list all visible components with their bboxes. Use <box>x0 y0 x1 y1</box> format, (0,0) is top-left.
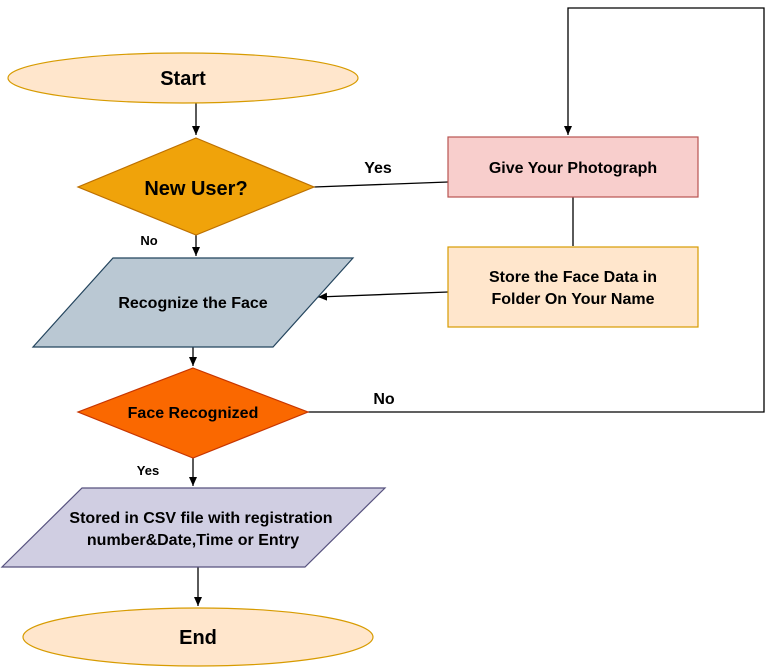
edge-new-user-to-give-photo <box>313 181 449 188</box>
store-face-data-label-line1: Store the Face Data in <box>489 269 657 286</box>
store-face-data-process <box>447 246 699 328</box>
end-label: End <box>179 627 217 649</box>
face-recognized-decision <box>76 367 310 459</box>
stored-csv-label-line1: Stored in CSV file with registration <box>69 510 332 527</box>
new-user-decision <box>76 137 316 236</box>
edge-label-new-user-yes: Yes <box>364 160 392 177</box>
recognize-face-io <box>31 257 355 348</box>
stored-csv-io <box>0 487 387 568</box>
end-terminal <box>22 607 374 667</box>
edge-label-face-recognized-yes: Yes <box>137 463 159 478</box>
new-user-label: New User? <box>144 178 247 200</box>
edge-label-new-user-no: No <box>140 233 157 248</box>
start-label: Start <box>160 68 206 90</box>
edge-face-recognized-loop-to-give-photo <box>308 7 765 413</box>
face-recognized-label: Face Recognized <box>128 405 259 422</box>
give-photograph-process <box>447 136 699 198</box>
stored-csv-label-line2: number&Date,Time or Entry <box>87 532 299 549</box>
store-face-data-label-line2: Folder On Your Name <box>492 291 655 308</box>
start-terminal <box>7 52 359 104</box>
edge-store-face-to-recognize <box>317 291 449 301</box>
give-photograph-label: Give Your Photograph <box>489 160 657 177</box>
recognize-face-label: Recognize the Face <box>118 295 267 312</box>
edge-label-face-recognized-no: No <box>373 391 395 408</box>
